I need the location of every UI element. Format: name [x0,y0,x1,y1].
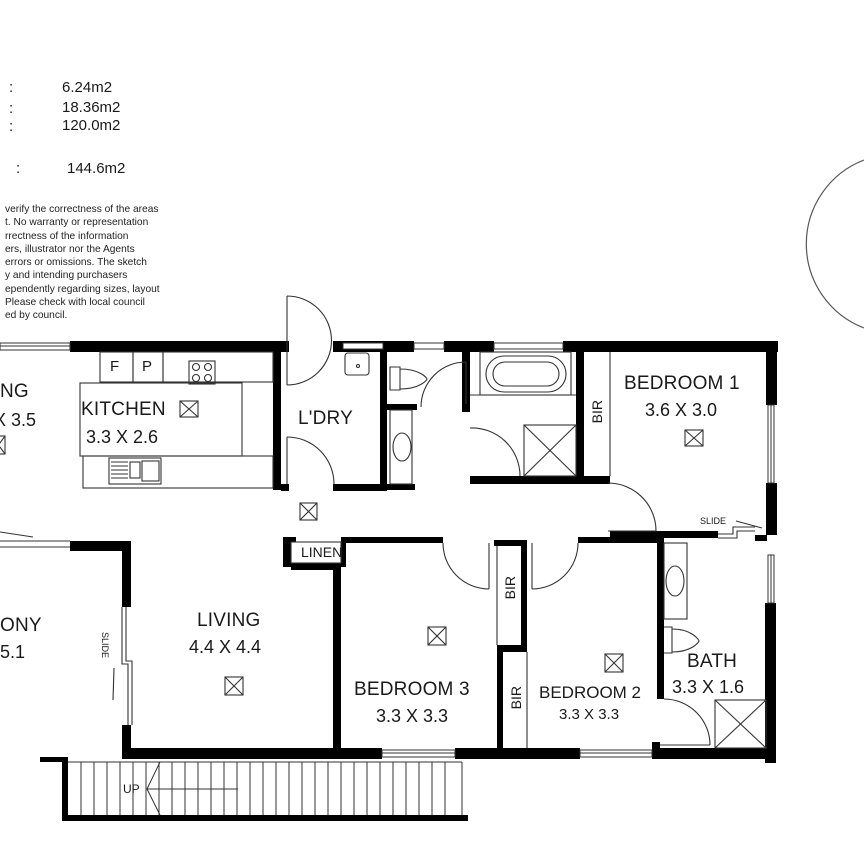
bedroom2-door-swing [531,542,579,590]
bedroom2-dimensions: 3.3 X 3.3 [559,706,620,723]
bedroom1-slide-label: SLIDE [700,516,727,526]
bedroom1-dimensions: 3.6 X 3.0 [645,400,718,420]
balcony-label: ONY [0,615,42,636]
area-value-1: 6.24m2 [62,79,113,96]
disclaimer-line: y and intending purchasers [5,270,128,282]
balcony-dimensions: 5.1 [0,642,26,662]
disclaimer-line: rrectness of the information [5,230,129,242]
living-dimensions: 4.4 X 4.4 [189,637,262,657]
dining-room-dimensions: X 3.5 [0,410,37,430]
bath-label: BATH [687,651,738,672]
area-value-2: 18.36m2 [62,99,121,116]
ceiling-light-icon [0,400,704,696]
disclaimer-line: verify the correctness of the areas [5,204,159,215]
disclaimer-line: ependently regarding sizes, layout [5,283,160,295]
bath-toilet-icon [664,626,700,654]
laundry-label: L'DRY [298,408,353,429]
area-value-3: 120.0m2 [62,117,121,134]
area-colon: : [9,118,14,135]
bedroom1-robe-label: BIR [589,400,605,424]
bedroom2-robe-label: BIR [508,686,524,710]
area-total-value: 144.6m2 [67,160,126,177]
bedroom2-label: BEDROOM 2 [539,683,642,702]
shower-icon [523,424,577,477]
north-circle-icon [805,159,864,329]
disclaimer-line: errors or omissions. The sketch [5,257,147,269]
bath-shower-icon [714,699,767,749]
area-colon: : [9,100,14,117]
ensuite-door-swing [469,427,521,477]
stairs-icon [68,761,463,816]
kitchen-label: KITCHEN [81,399,166,420]
laundry-door-swing [286,295,333,386]
bath-door-swing [660,698,711,746]
laundry-door-swing-2 [286,436,335,485]
bedroom3-dimensions: 3.3 X 3.3 [376,706,449,726]
dining-room-label: NG [0,381,29,402]
pantry-label: P [142,358,153,375]
bedroom3-label: BEDROOM 3 [354,679,470,700]
basin-icon [392,432,412,462]
laundry-tub-icon [344,352,370,376]
linen-cupboard [290,541,342,564]
area-total-colon: : [16,160,21,177]
walls [40,341,778,821]
windows [0,342,775,758]
living-slide-door [121,607,133,725]
disclaimer-line: Please check with local council [5,297,145,309]
bath-basin-icon [665,565,685,597]
disclaimer-line: t. No warranty or representation [5,217,149,229]
area-colon: : [9,79,14,96]
bedroom1-door-swing [607,482,657,532]
kitchen-sink-icon [108,457,162,485]
stair-arrow-icon [146,761,238,816]
bedroom3-door-swing [442,542,490,590]
wc-door-swing [420,361,467,408]
linen-label: LINEN [301,544,343,560]
balcony-slide-label: SLIDE [100,632,110,659]
bedroom3-robe-label: BIR [502,576,518,600]
disclaimer-line: ers, illustrator nor the Agents [5,243,135,255]
disclaimer-text: verify the correctness of the areas t. N… [0,203,160,323]
toilet-icon [389,366,428,391]
cooktop-icon [188,360,216,385]
bedroom1-label: BEDROOM 1 [624,373,740,394]
disclaimer-line: ed by council. [5,310,68,322]
stairs-up-label: UP [123,782,140,796]
kitchen-dimensions: 3.3 X 2.6 [86,427,159,447]
fridge-label: F [110,358,120,375]
kitchen-bench [82,455,274,489]
bath-dimensions: 3.3 X 1.6 [672,677,745,697]
living-label: LIVING [197,610,261,631]
